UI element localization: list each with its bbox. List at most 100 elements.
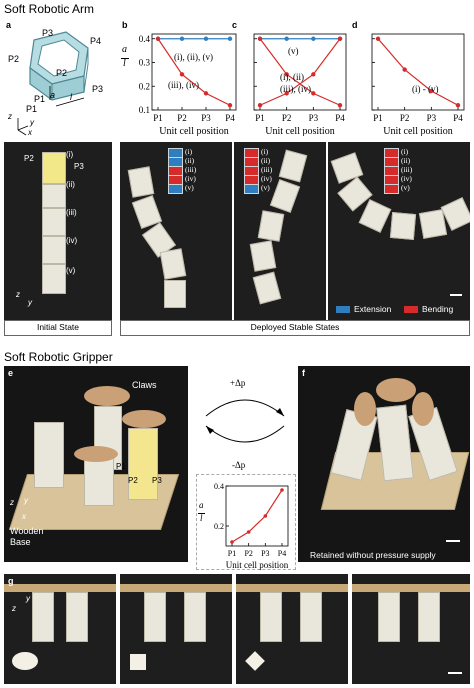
chart-b-ylabel-bar [121,58,129,59]
claw-cap [122,410,166,428]
data-point [284,72,289,77]
marker-iii: (iii) [66,208,77,217]
diamond-object [245,651,265,671]
series-annotation: (i) - (v) [412,84,439,94]
gripper-axis-y: y [24,496,28,505]
gripper-cell-p2: P2 [128,476,138,485]
state-cell-label: (v) [261,183,270,192]
data-point [203,91,209,96]
legend-extension-label: Extension [354,304,392,314]
series-line [157,38,231,106]
photo-grasp-stick [352,574,470,684]
x-tick-label: P4 [335,113,345,123]
state-cell-label: (ii) [185,156,195,165]
deployed-caption-box [120,320,470,336]
state-cell-label: (ii) [261,156,271,165]
panel-a-axis-z: z [8,112,12,121]
x-tick-label: P2 [244,549,252,558]
plus-dp-label: +Δp [230,378,246,388]
wooden-plate [4,584,116,592]
series-annotation: (iii), (iv) [280,84,311,94]
data-point [284,91,289,96]
claw-cap [376,378,416,402]
series-annotation: (i), (ii) [280,72,304,82]
x-axis-label: Unit cell position [265,126,334,136]
arm-segment [389,212,417,240]
gripper-section-title: Soft Robotic Gripper [4,350,113,364]
marker-i: (i) [66,150,74,159]
arm-segment [159,248,187,280]
y-tick-label: 0.1 [139,105,150,115]
data-point [311,36,316,41]
data-point [337,103,343,108]
photo-axis-z: z [16,290,20,299]
series-annotation: (i), (ii), (v) [174,52,213,62]
cube-object [130,654,146,670]
initial-caption: Initial State [36,322,80,332]
state-cell-label: (ii) [401,156,411,165]
claws-label: Claws [132,380,157,390]
x-tick-label: P1 [228,549,236,558]
y-tick-label: 0.2 [214,522,224,531]
panel-a-label-p4: P4 [90,36,102,46]
x-tick-label: P1 [153,113,163,123]
marker-ii: (ii) [66,180,75,189]
series-line [259,38,341,106]
x-axis-label: Unit cell position [383,126,452,136]
chart-frame [151,33,237,111]
data-point [311,91,316,96]
arm-segment [252,271,282,305]
x-tick-label: P2 [177,113,187,123]
state-stack-2: (i)(ii)(iii)(iv)(v) [244,147,304,198]
panel-label-e: e [8,368,14,378]
x-tick-label: P2 [400,113,410,123]
x-tick-label: P4 [453,113,463,123]
y-tick-label: 0.2 [139,81,150,91]
data-point [227,103,233,108]
state-cell-label: (v) [185,183,194,192]
claw-cap [354,392,376,426]
data-point [311,72,316,77]
data-point [230,540,234,544]
y-tick-label: 0.4 [214,482,224,491]
chart-frame [371,33,465,111]
gripper-claw-column [34,422,64,488]
scale-bar [446,540,460,542]
panel-a-label-p1: P1 [34,94,46,104]
gripper-cell-p1: P1 [116,462,126,471]
wooden-plate [352,584,470,592]
g-axis-y: y [26,594,30,603]
wooden-base-label: Wooden Base [10,526,44,547]
x-axis-label: Unit cell position [159,126,228,136]
inset-ylabel-den: l [200,513,203,523]
arm-segment [358,199,392,233]
data-point [203,36,209,41]
arm-segment [164,280,186,308]
gripper-claw-column [128,428,158,500]
state-cell-label: (v) [401,183,410,192]
y-tick-label: 0.3 [139,58,151,68]
gripper-claw-column [378,592,400,642]
state-stack-3: (i)(ii)(iii)(iv)(v) [384,147,444,198]
panel-a-label-p2-left: P2 [8,54,20,64]
legend-extension-swatch [336,306,350,313]
arm-segment [42,184,66,208]
inset-ylabel-bar [198,513,205,514]
photo-gripper-e: Claws P1 P2 P3 z y x Wooden Base [4,366,188,562]
photo-grasp-prism [236,574,348,684]
series-line [231,489,283,543]
data-point [284,36,289,41]
x-tick-label: P4 [278,549,286,558]
panel-a-label-p3-top: P3 [42,28,54,38]
initial-caption-box [4,320,112,336]
data-point [263,514,268,518]
inset-ylabel-num: a [199,500,204,510]
data-point [179,72,185,77]
claw-cap [84,386,130,406]
y-tick-label: 0.4 [139,34,151,44]
marker-v: (v) [66,266,76,275]
x-tick-label: P3 [201,113,211,123]
panel-a-label-p3-right: P3 [92,84,104,94]
state-stack-1: (i)(ii)(iii)(iv)(v) [168,147,228,198]
